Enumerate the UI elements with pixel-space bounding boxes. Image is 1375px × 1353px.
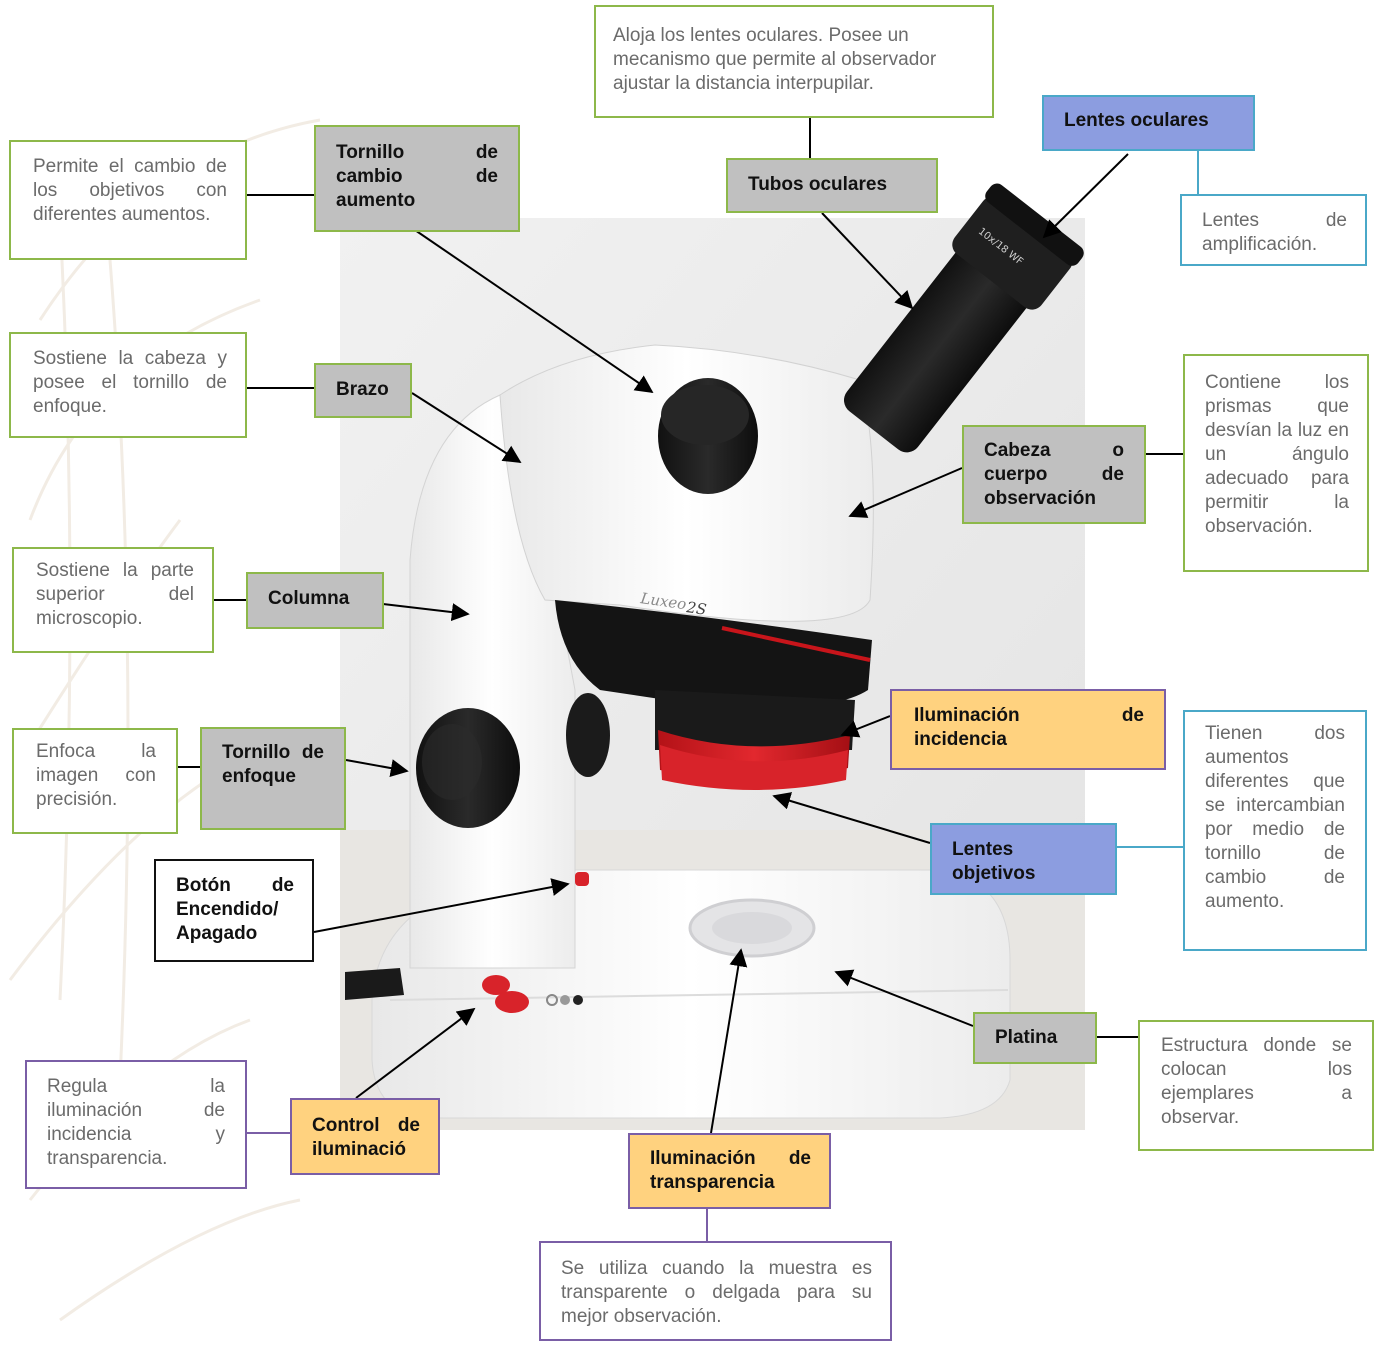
label-control-iluminacion-text: Control de iluminació (312, 1115, 420, 1160)
desc-platina: Estructura donde se colocan los ejemplar… (1138, 1020, 1374, 1151)
desc-lentes-oculares-text: Lentes de amplificación. (1202, 210, 1347, 255)
desc-columna: Sostiene la parte superior del microscop… (12, 547, 214, 653)
desc-control-iluminacion: Regula la iluminación de incidencia y tr… (25, 1060, 247, 1189)
desc-tornillo-cambio-text: Permite el cambio de los objetivos con d… (33, 156, 227, 225)
label-lentes-objetivos: Lentes objetivos (930, 823, 1117, 895)
label-columna-text: Columna (268, 588, 350, 609)
label-cabeza: Cabeza o cuerpo de observación (962, 425, 1146, 524)
desc-cabeza: Contiene los prismas que desvían la luz … (1183, 354, 1369, 572)
desc-tubos-oculares: Aloja los lentes oculares. Posee un meca… (594, 5, 994, 118)
label-columna: Columna (246, 572, 384, 629)
label-cabeza-text: Cabeza o cuerpo de observación (984, 440, 1124, 509)
desc-tornillo-cambio: Permite el cambio de los objetivos con d… (9, 140, 247, 260)
desc-columna-text: Sostiene la parte superior del microscop… (36, 560, 194, 629)
label-tornillo-cambio-text: Tornillo de cambio de aumento (336, 142, 498, 211)
desc-iluminacion-transparencia: Se utiliza cuando la muestra es transpar… (539, 1241, 892, 1341)
label-iluminacion-incidencia: Iluminación de incidencia (890, 689, 1166, 770)
label-tornillo-enfoque-text: Tornillo de enfoque (222, 742, 324, 787)
model-text: 2S (684, 598, 707, 619)
desc-tubos-oculares-text: Aloja los lentes oculares. Posee un meca… (613, 25, 937, 94)
label-boton-encendido: Botón de Encendido/ Apagado (154, 859, 314, 962)
desc-lentes-objetivos-text: Tienen dos aumentos diferentes que se in… (1205, 723, 1345, 912)
label-lentes-oculares: Lentes oculares (1042, 95, 1255, 151)
label-tornillo-cambio: Tornillo de cambio de aumento (314, 125, 520, 232)
label-control-iluminacion: Control de iluminació (290, 1098, 440, 1175)
label-iluminacion-transparencia: Iluminación de transparencia (628, 1133, 831, 1209)
desc-tornillo-enfoque: Enfoca la imagen con precisión. (12, 728, 178, 834)
label-platina: Platina (973, 1012, 1097, 1064)
label-iluminacion-transparencia-text: Iluminación de transparencia (650, 1148, 811, 1193)
desc-brazo: Sostiene la cabeza y posee el tornillo d… (9, 332, 247, 438)
label-iluminacion-incidencia-text: Iluminación de incidencia (914, 705, 1144, 750)
label-platina-text: Platina (995, 1027, 1058, 1048)
desc-platina-text: Estructura donde se colocan los ejemplar… (1161, 1035, 1352, 1128)
label-lentes-objetivos-text: Lentes objetivos (952, 839, 1036, 884)
desc-iluminacion-transparencia-text: Se utiliza cuando la muestra es transpar… (561, 1258, 872, 1327)
label-tubos-oculares-text: Tubos oculares (748, 174, 888, 195)
label-tornillo-enfoque: Tornillo de enfoque (200, 727, 346, 830)
desc-cabeza-text: Contiene los prismas que desvían la luz … (1205, 372, 1349, 537)
desc-brazo-text: Sostiene la cabeza y posee el tornillo d… (33, 348, 227, 417)
label-boton-encendido-text: Botón de Encendido/ Apagado (176, 875, 294, 944)
label-brazo-text: Brazo (336, 379, 389, 400)
desc-control-iluminacion-text: Regula la iluminación de incidencia y tr… (47, 1076, 225, 1169)
desc-lentes-oculares: Lentes de amplificación. (1180, 194, 1367, 266)
label-brazo: Brazo (314, 363, 412, 418)
label-lentes-oculares-text: Lentes oculares (1064, 110, 1209, 131)
label-tubos-oculares: Tubos oculares (726, 158, 938, 213)
desc-tornillo-enfoque-text: Enfoca la imagen con precisión. (36, 741, 156, 810)
desc-lentes-objetivos: Tienen dos aumentos diferentes que se in… (1183, 710, 1367, 951)
